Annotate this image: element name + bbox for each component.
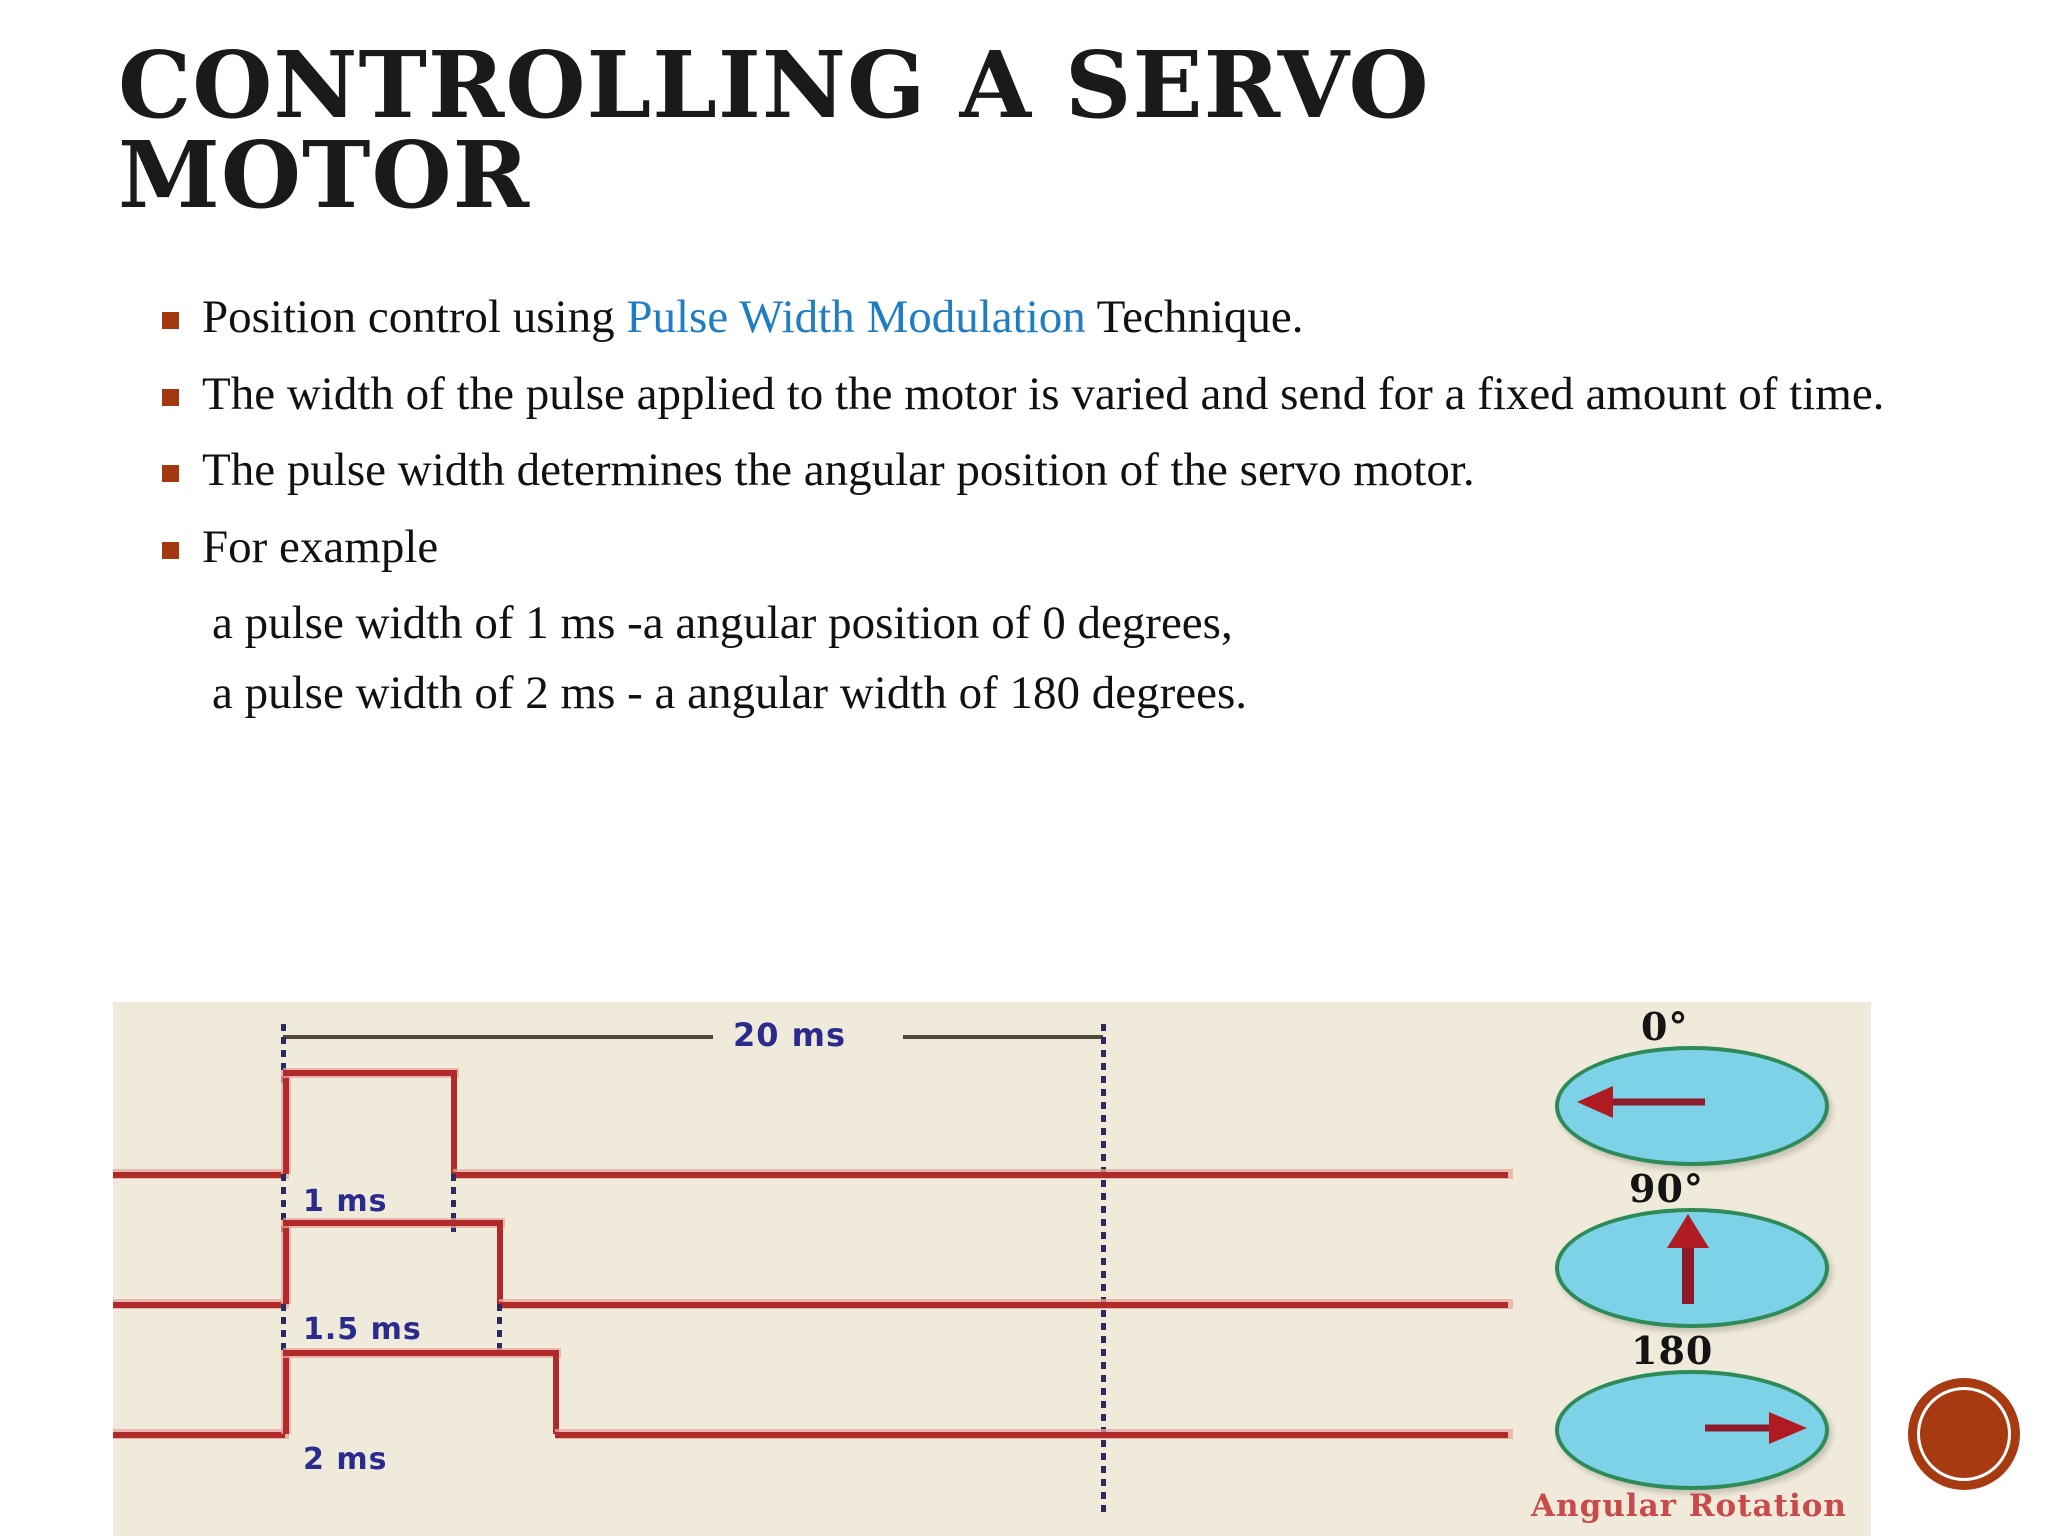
bullet-text-pre: The pulse width determines the angular p… xyxy=(202,444,1475,497)
waveform-2ms-low-left xyxy=(113,1432,285,1438)
angular-rotation-caption: Angular Rotation xyxy=(1531,1488,1847,1524)
waveform-1ms-high-level xyxy=(283,1070,455,1076)
angle-label-90: 90° xyxy=(1629,1166,1704,1211)
waveform-1ms-low-right xyxy=(453,1172,1508,1178)
period-end-dotted-line xyxy=(1101,1024,1106,1514)
pwm-servo-diagram: 20 ms 1 ms xyxy=(113,1002,1871,1536)
angular-rotation-panel: 0° 90° 180 Angular Rotation xyxy=(1513,1002,1871,1536)
page-title: CONTROLLING A SERVO MOTOR xyxy=(118,31,1818,230)
list-item: The pulse width determines the angular p… xyxy=(150,443,1912,498)
arrow-right-icon xyxy=(1705,1412,1807,1444)
bullet-marker-icon xyxy=(162,388,179,406)
period-span-line-left xyxy=(283,1035,713,1039)
list-item: The width of the pulse applied to the mo… xyxy=(150,367,1912,422)
decorative-circle xyxy=(1908,1378,2020,1490)
bullet-marker-icon xyxy=(162,541,179,559)
waveform-2ms-label: 2 ms xyxy=(303,1442,388,1477)
bullet-text-pre: The width of the pulse applied to the mo… xyxy=(202,367,1885,420)
example-line-2: a pulse width of 2 ms - a angular width … xyxy=(212,666,1248,719)
bullet-marker-icon xyxy=(162,312,179,329)
waveform-15ms-dotted-start xyxy=(281,1304,286,1354)
waveform-15ms-low-right xyxy=(499,1302,1508,1308)
period-span-line-right xyxy=(903,1035,1103,1039)
example-line-1: a pulse width of 1 ms -a angular positio… xyxy=(212,597,1233,650)
arrow-up-icon xyxy=(1667,1214,1709,1304)
angle-label-180: 180 xyxy=(1631,1328,1714,1373)
bullet-marker-icon xyxy=(162,465,179,483)
period-label: 20 ms xyxy=(733,1016,847,1054)
waveform-1ms-low-left xyxy=(113,1172,285,1178)
waveform-1ms-dotted-start xyxy=(281,1174,286,1232)
list-item: For example xyxy=(150,520,1930,575)
angle-label-0: 0° xyxy=(1641,1004,1689,1049)
pwm-waveform-panel: 20 ms 1 ms xyxy=(113,1002,1513,1536)
waveform-1ms-rising-edge xyxy=(283,1070,289,1174)
title-line-2: MOTOR xyxy=(118,121,531,230)
bullet-text-post: Technique. xyxy=(1085,291,1304,343)
bullet-text-pre: For example xyxy=(202,520,439,573)
waveform-15ms-label: 1.5 ms xyxy=(303,1312,422,1347)
waveform-15ms-dotted-end xyxy=(497,1304,502,1354)
bullet-text-pre: Position control using xyxy=(202,291,627,343)
waveform-2ms-rising-edge xyxy=(283,1350,289,1434)
list-item: Position control using Pulse Width Modul… xyxy=(150,290,1930,345)
period-start-dotted-line xyxy=(281,1024,286,1084)
waveform-15ms-high-level xyxy=(283,1220,501,1226)
waveform-1ms-dotted-end xyxy=(451,1174,456,1232)
waveform-15ms-rising-edge xyxy=(283,1220,289,1304)
bullet-text-highlight: Pulse Width Modulation xyxy=(626,291,1086,343)
waveform-1ms-label: 1 ms xyxy=(303,1184,388,1219)
waveform-1ms-falling-edge xyxy=(451,1070,457,1174)
title-line-1: CONTROLLING A SERVO xyxy=(118,31,1430,139)
bullet-list: Position control using Pulse Width Modul… xyxy=(150,290,1930,721)
waveform-15ms-low-left xyxy=(113,1302,285,1308)
arrow-left-icon xyxy=(1577,1086,1705,1118)
waveform-15ms-falling-edge xyxy=(497,1220,503,1304)
waveform-2ms-falling-edge xyxy=(553,1350,559,1434)
waveform-2ms-low-right xyxy=(555,1432,1508,1438)
waveform-2ms-high-level xyxy=(283,1350,557,1356)
